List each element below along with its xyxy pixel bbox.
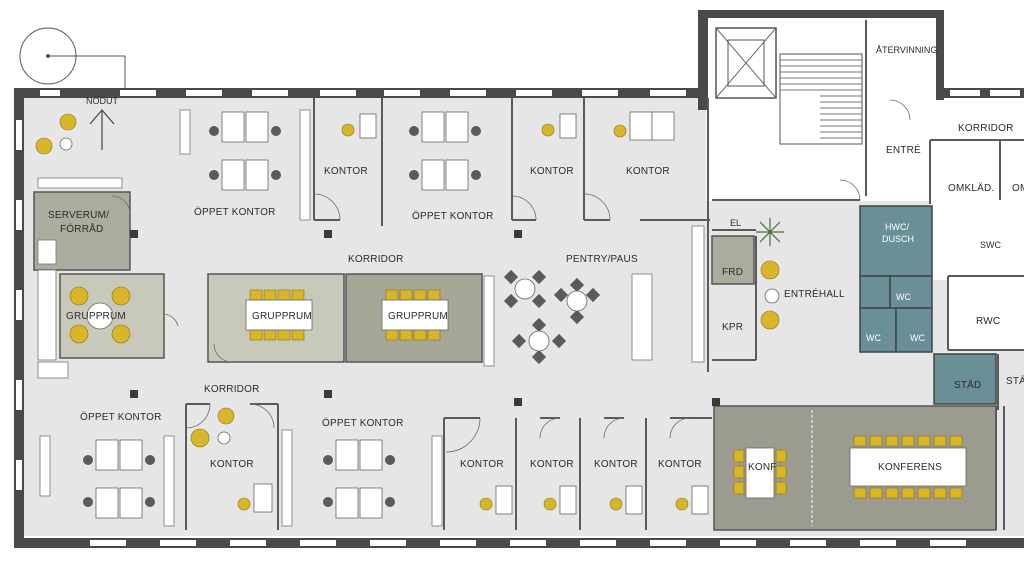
label-hwc-2: DUSCH [882, 234, 914, 244]
wc-room-2 [859, 307, 897, 353]
label-stad: STÄD [954, 379, 981, 391]
door-swings [111, 99, 911, 453]
label-stad-partial: STÄ [1006, 375, 1024, 387]
columns [130, 230, 720, 406]
label-kontor-7: KONTOR [594, 459, 638, 470]
label-korridor-3: KORRIDOR [958, 123, 1014, 134]
label-oppet-kontor-3: ÖPPET KONTOR [80, 411, 162, 423]
desk-cluster-2 [421, 111, 469, 191]
wc-room-3 [895, 307, 933, 353]
desk-cluster-1 [221, 111, 269, 191]
label-kontor-1: KONTOR [324, 166, 368, 177]
label-kontor-8: KONTOR [658, 459, 702, 470]
label-korridor-2: KORRIDOR [204, 384, 260, 395]
label-serverum-2: FÖRRÅD [60, 222, 103, 235]
label-entrehall: ENTRÉHALL [784, 287, 845, 300]
label-hwc-1: HWC/ [885, 222, 909, 232]
label-wc-2: WC [866, 333, 881, 343]
compass-icon [19, 27, 126, 88]
label-swc: SWC [980, 240, 1001, 250]
group-table-1 [245, 289, 313, 341]
office-chairs [83, 126, 625, 507]
label-kontor-4: KONTOR [210, 459, 254, 470]
label-frd: FRD [722, 267, 743, 278]
label-kpr: KPR [722, 322, 743, 333]
label-wc-3: WC [910, 333, 925, 343]
label-omklad: OMKLÄD. [948, 182, 994, 194]
label-grupprum-2: GRUPPRUM [252, 311, 312, 322]
hwc-room [859, 205, 933, 277]
label-kontor-5: KONTOR [460, 459, 504, 470]
label-kontor-3: KONTOR [626, 166, 670, 177]
label-korridor-1: KORRIDOR [348, 254, 404, 265]
white-tables-small [59, 137, 780, 445]
label-grupprum-1: GRUPPRUM [66, 311, 126, 322]
label-oppet-kontor-1: ÖPPET KONTOR [194, 206, 276, 218]
interior-walls [185, 20, 1024, 530]
konf-table [733, 447, 787, 499]
label-entre: ENTRÉ [886, 143, 921, 156]
label-oppet-kontor-2: ÖPPET KONTOR [412, 210, 494, 222]
stair-floor [706, 18, 942, 98]
label-pentry: PENTRY/PAUS [566, 254, 638, 265]
label-kontor-6: KONTOR [530, 459, 574, 470]
label-konferens: KONFERENS [878, 462, 942, 473]
label-kontor-2: KONTOR [530, 166, 574, 177]
label-konf: KONF [748, 462, 777, 473]
staircase [715, 27, 863, 145]
frd-room [711, 235, 755, 285]
label-grupprum-3: GRUPPRUM [388, 311, 448, 322]
stad-room [933, 353, 997, 405]
plant-icon [756, 218, 784, 246]
label-el: EL [730, 218, 741, 228]
desk-cluster-3 [95, 439, 143, 519]
label-rwc: RWC [976, 316, 1000, 327]
cabinets [37, 109, 705, 527]
group-table-2 [381, 289, 449, 341]
label-omklad-partial: OM [1012, 183, 1024, 194]
label-wc-1: WC [896, 292, 911, 302]
label-nodut: NÖDUT [86, 96, 118, 106]
group-room-center-2 [345, 273, 483, 363]
yellow-chairs [35, 113, 780, 511]
konferens-table [849, 435, 967, 499]
office-desks [253, 111, 709, 515]
label-atervinning: ÅTERVINNING [876, 45, 937, 55]
pentry-tables [503, 269, 601, 365]
exit-arrow-icon [89, 109, 115, 150]
label-oppet-kontor-4: ÖPPET KONTOR [322, 417, 404, 429]
label-serverum-1: SERVERUM/ [48, 210, 109, 221]
windows [16, 90, 1020, 546]
desk-cluster-4 [335, 439, 383, 519]
